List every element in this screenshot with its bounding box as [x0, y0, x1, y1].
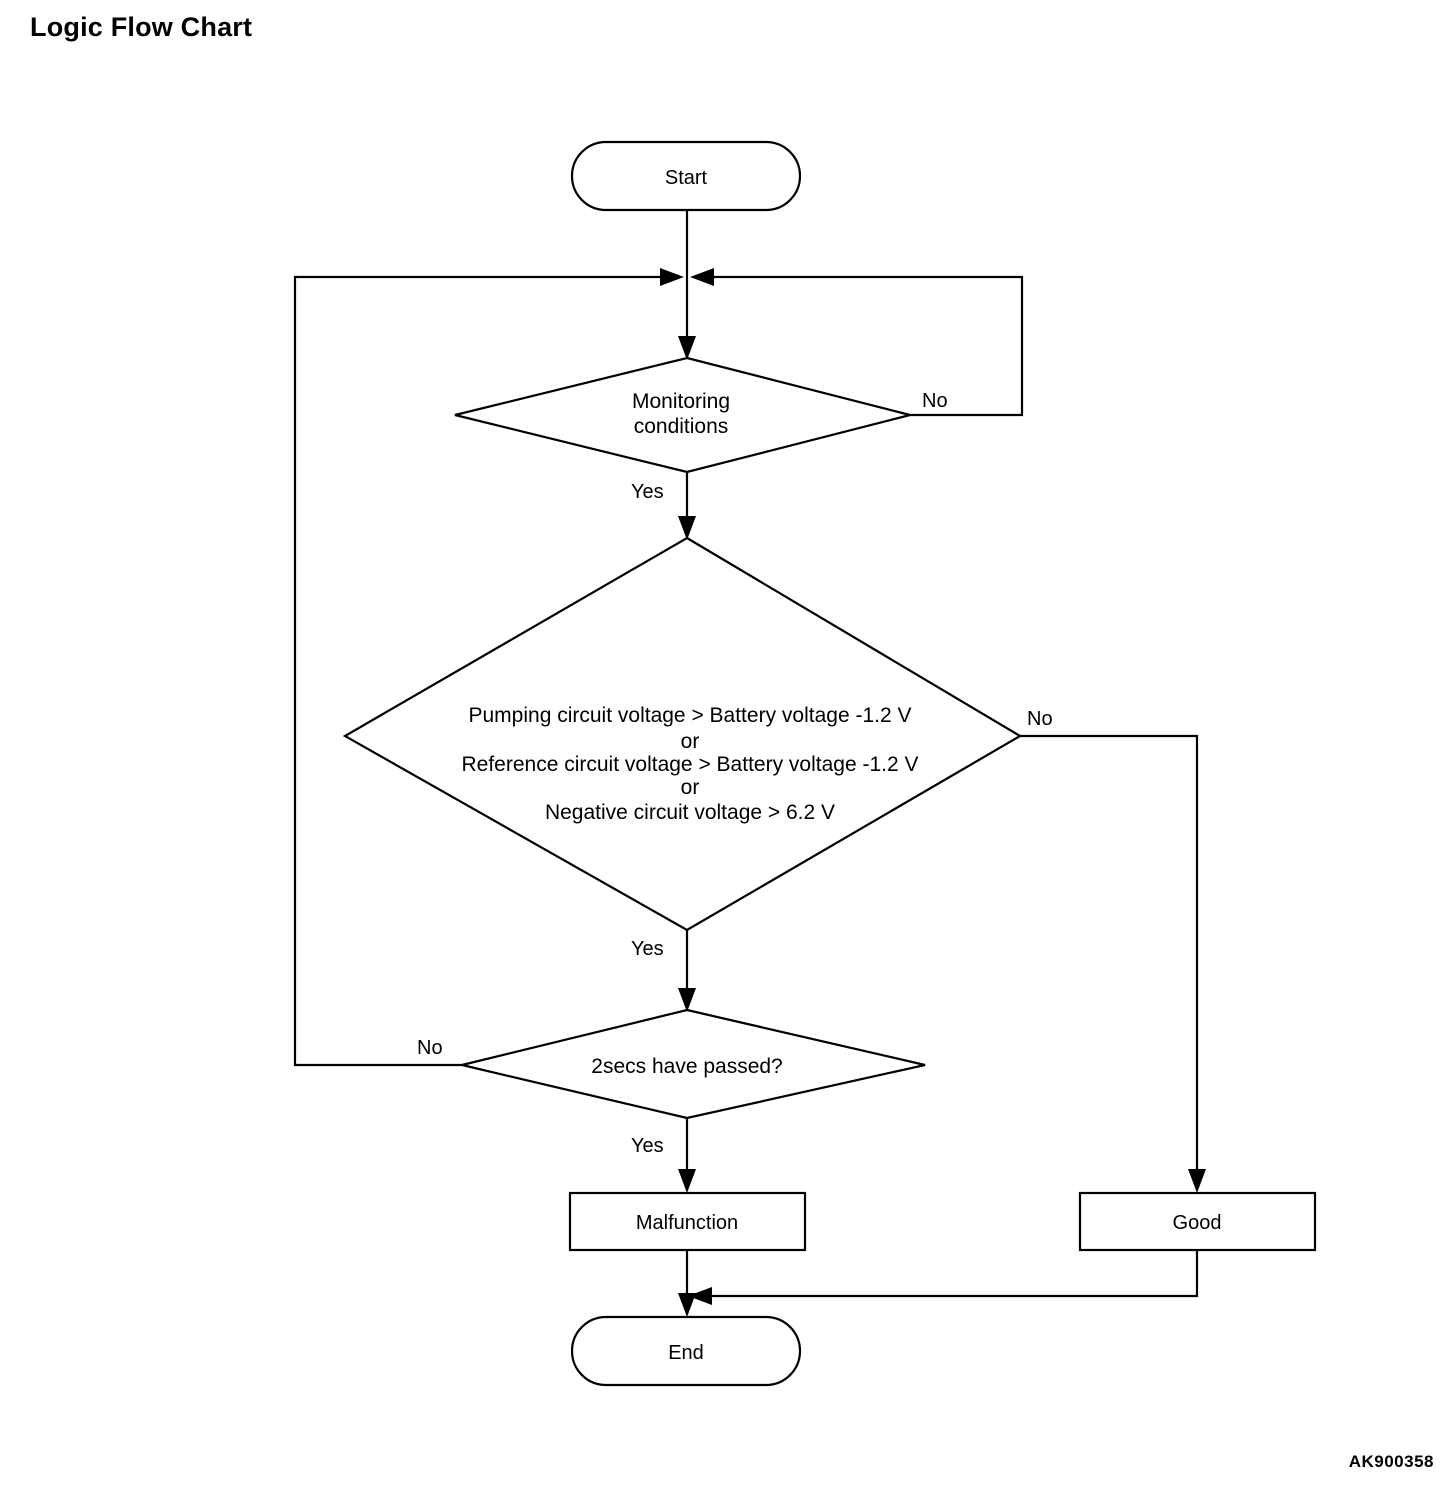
node-malfunction[interactable]: Malfunction: [568, 1191, 807, 1252]
edge-start-to-monitoring: [678, 210, 696, 360]
node-voltage-label-line3: Reference circuit voltage > Battery volt…: [462, 753, 919, 776]
node-end[interactable]: End: [570, 1315, 802, 1387]
node-timer-label: 2secs have passed?: [591, 1055, 782, 1078]
edge-monitoring-no-feedback: [690, 268, 1024, 417]
node-voltage-label-line4: or: [681, 776, 700, 799]
branch-label-monitoring-yes: Yes: [631, 481, 664, 503]
branch-label-voltage-no: No: [1027, 708, 1053, 730]
node-voltage-label-line2: or: [681, 730, 700, 753]
branch-label-timer-yes: Yes: [631, 1135, 664, 1157]
edge-timer-yes: [678, 1118, 696, 1193]
node-malfunction-label: Malfunction: [636, 1212, 738, 1234]
node-monitoring-label-line2: conditions: [634, 415, 729, 438]
node-good-label: Good: [1173, 1212, 1222, 1234]
edge-monitoring-yes: [678, 462, 696, 540]
node-start[interactable]: Start: [570, 140, 802, 212]
node-voltage-condition[interactable]: Pumping circuit voltage > Battery voltag…: [342, 536, 1023, 932]
edge-timer-no-feedback: [293, 268, 684, 1067]
node-monitoring-conditions[interactable]: Monitoring conditions: [454, 356, 911, 474]
node-timer-condition[interactable]: 2secs have passed?: [461, 1008, 926, 1120]
branch-label-timer-no: No: [417, 1037, 443, 1059]
page-title: Logic Flow Chart: [30, 12, 253, 42]
node-start-label: Start: [665, 167, 708, 189]
node-voltage-label-line1: Pumping circuit voltage > Battery voltag…: [469, 704, 912, 727]
branch-label-monitoring-no: No: [922, 390, 948, 412]
node-monitoring-label-line1: Monitoring: [632, 390, 730, 413]
edge-good-to-end: [688, 1250, 1199, 1305]
node-end-label: End: [668, 1342, 704, 1364]
watermark-code: AK900358: [1348, 1452, 1434, 1471]
node-voltage-label-line5: Negative circuit voltage > 6.2 V: [545, 801, 835, 824]
edge-malfunction-to-end: [678, 1250, 696, 1317]
node-good[interactable]: Good: [1078, 1191, 1317, 1252]
edge-voltage-yes: [678, 930, 696, 1012]
branch-label-voltage-yes: Yes: [631, 938, 664, 960]
edge-voltage-no: [1020, 734, 1206, 1193]
